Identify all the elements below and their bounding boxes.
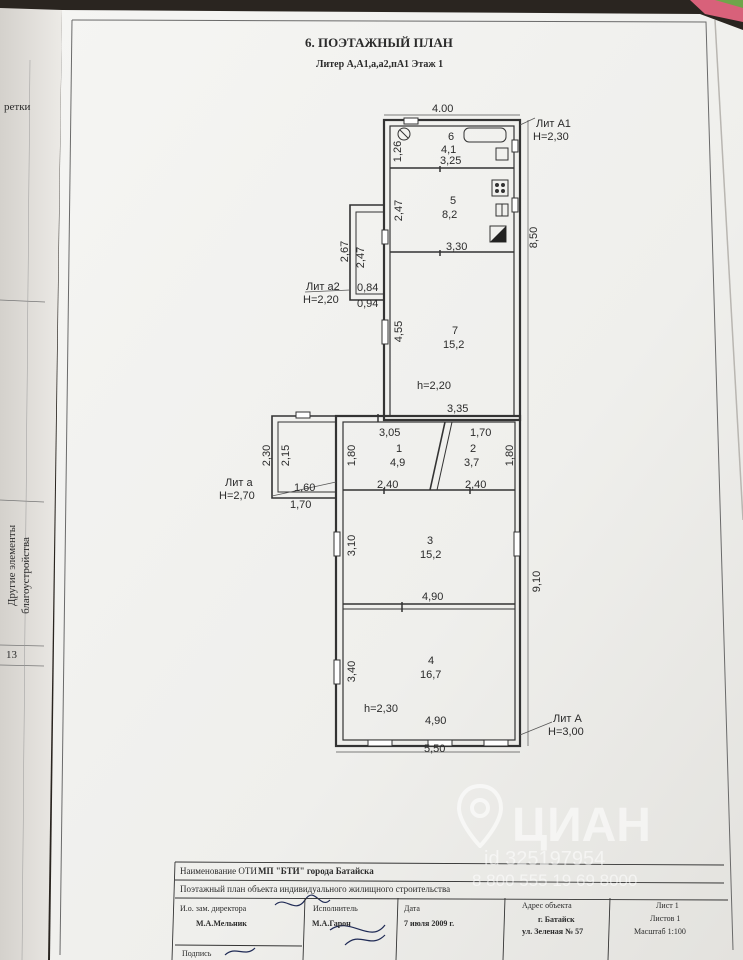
dim-la-outer: 2,30: [261, 444, 274, 467]
left-vertical-text-2: благоустройства: [19, 537, 32, 614]
lit-a-main-height: Н=3,00: [548, 726, 584, 738]
stamp-address-city: г. Батайск: [538, 915, 575, 924]
stamp-org-label: Наименование ОТИ: [180, 866, 257, 876]
watermark-brand: ЦИАН: [512, 799, 651, 852]
room-3-area: 15,2: [420, 549, 442, 561]
stamp-sheet: Лист 1: [656, 901, 679, 910]
dim-la-w2: 1,70: [290, 499, 312, 511]
room-4-number: 4: [428, 655, 435, 667]
dim-r7-width: 3,35: [447, 403, 469, 415]
pink-folder-corner: [690, 0, 743, 22]
dim-r6-width: 3,25: [440, 155, 462, 167]
boiler-icon: [489, 225, 507, 243]
watermark-phone: 8 800 555 19 69 8000: [472, 871, 638, 890]
stamp-org-value: МП "БТИ" города Батайска: [258, 866, 374, 876]
dim-r4-h: h=2,30: [364, 703, 398, 715]
dim-la-w1: 1,60: [294, 482, 316, 494]
window-marks: [295, 117, 521, 747]
stamp-director-label: И.о. зам. директора: [180, 904, 247, 913]
left-page-number: 13: [6, 649, 17, 661]
door-ticks: [377, 166, 471, 612]
room-7-number: 7: [452, 325, 459, 337]
dim-r6-left: 1,26: [392, 140, 405, 163]
stove-icon: [491, 179, 509, 217]
dim-a2-outer: 2,67: [339, 240, 352, 263]
stamp-plan-desc: Поэтажный план объекта индивидуального ж…: [180, 884, 451, 894]
drawing-frame: [71, 19, 734, 951]
room-1-number: 1: [396, 443, 403, 455]
dim-top-width: 4.00: [432, 103, 454, 115]
dimension-lines: [271, 114, 553, 753]
lit-a-small-height: Н=2,70: [219, 490, 255, 502]
stamp-table: [171, 861, 729, 960]
dim-a2-w1: 0,84: [357, 282, 379, 294]
dim-r2-width: 1,70: [470, 427, 492, 439]
green-folder-corner: [715, 0, 743, 8]
stamp-address-street: ул. Зеленая № 57: [522, 927, 584, 936]
stamp-date-label: Дата: [404, 904, 420, 913]
stamp-executor-label: Исполнитель: [313, 904, 358, 913]
dim-r2-right: 1,80: [504, 444, 517, 467]
lit-a1-name: Лит А1: [536, 118, 571, 130]
cian-location-pin-icon: [456, 784, 504, 848]
stamp-executor-name: М.А.Гарон: [312, 919, 351, 928]
dim-r3-left: 3,10: [346, 534, 359, 557]
main-sheet: [50, 10, 743, 960]
lit-a2-name: Лит а2: [306, 281, 340, 293]
dim-r7-left: 4,55: [393, 320, 406, 343]
dim-a2-inner: 2,47: [355, 246, 368, 269]
dim-r4-left: 3,40: [346, 660, 359, 683]
watermark-id: id 325197954: [484, 848, 606, 870]
room-1-area: 4,9: [390, 457, 406, 469]
left-top-fragment: ретки: [4, 101, 31, 113]
dim-r1-left: 1,80: [346, 444, 359, 467]
stamp-date-value: 7 июля 2009 г.: [404, 919, 455, 928]
room-2-number: 2: [470, 443, 477, 455]
lit-a-small-name: Лит а: [225, 477, 253, 489]
room-6-number: 6: [448, 131, 455, 143]
dim-r7-h: h=2,20: [417, 380, 451, 392]
dim-right-bottom: 9,10: [531, 570, 544, 593]
lit-a1-height: Н=2,30: [533, 131, 569, 143]
dim-bottom-width: 5,50: [424, 743, 446, 755]
lit-a-main-name: Лит А: [553, 713, 582, 725]
room-5-area: 8,2: [442, 209, 458, 221]
bathroom-fixtures: [397, 127, 509, 161]
dim-right-top: 8,50: [528, 226, 541, 249]
room-3-number: 3: [427, 535, 434, 547]
dim-a2-w2: 0,94: [357, 298, 379, 310]
stamp-signature-label: Подпись: [182, 949, 212, 958]
dim-r4-width: 4,90: [425, 715, 447, 727]
dim-r2-bottom: 2,40: [465, 479, 487, 491]
stamp-scale: Масштаб 1:100: [634, 927, 686, 936]
room-7-area: 15,2: [443, 339, 465, 351]
dim-la-inner: 2,15: [280, 444, 293, 467]
left-page: [0, 8, 62, 960]
dim-r3-width: 4,90: [422, 591, 444, 603]
plan-subtitle: Литер А,А1,а,а2,пА1 Этаж 1: [316, 59, 444, 70]
stamp-sheets: Листов 1: [650, 914, 681, 923]
dim-r5-left: 2,47: [393, 199, 406, 222]
lit-a2-height: Н=2,20: [303, 294, 339, 306]
room-2-area: 3,7: [464, 457, 480, 469]
dim-r1-bottom: 2,40: [377, 479, 399, 491]
room-4-area: 16,7: [420, 669, 442, 681]
dim-r1-width: 3,05: [379, 427, 401, 439]
room-5-number: 5: [450, 195, 457, 207]
stamp-director-name: М.А.Мельник: [196, 919, 247, 928]
dim-r5-width: 3,30: [446, 241, 468, 253]
plan-title: 6. ПОЭТАЖНЫЙ ПЛАН: [305, 35, 453, 50]
left-vertical-text-1: Другие элементы: [6, 524, 19, 607]
stamp-address-label: Адрес объекта: [522, 901, 572, 910]
room-6-area: 4,1: [441, 144, 457, 156]
